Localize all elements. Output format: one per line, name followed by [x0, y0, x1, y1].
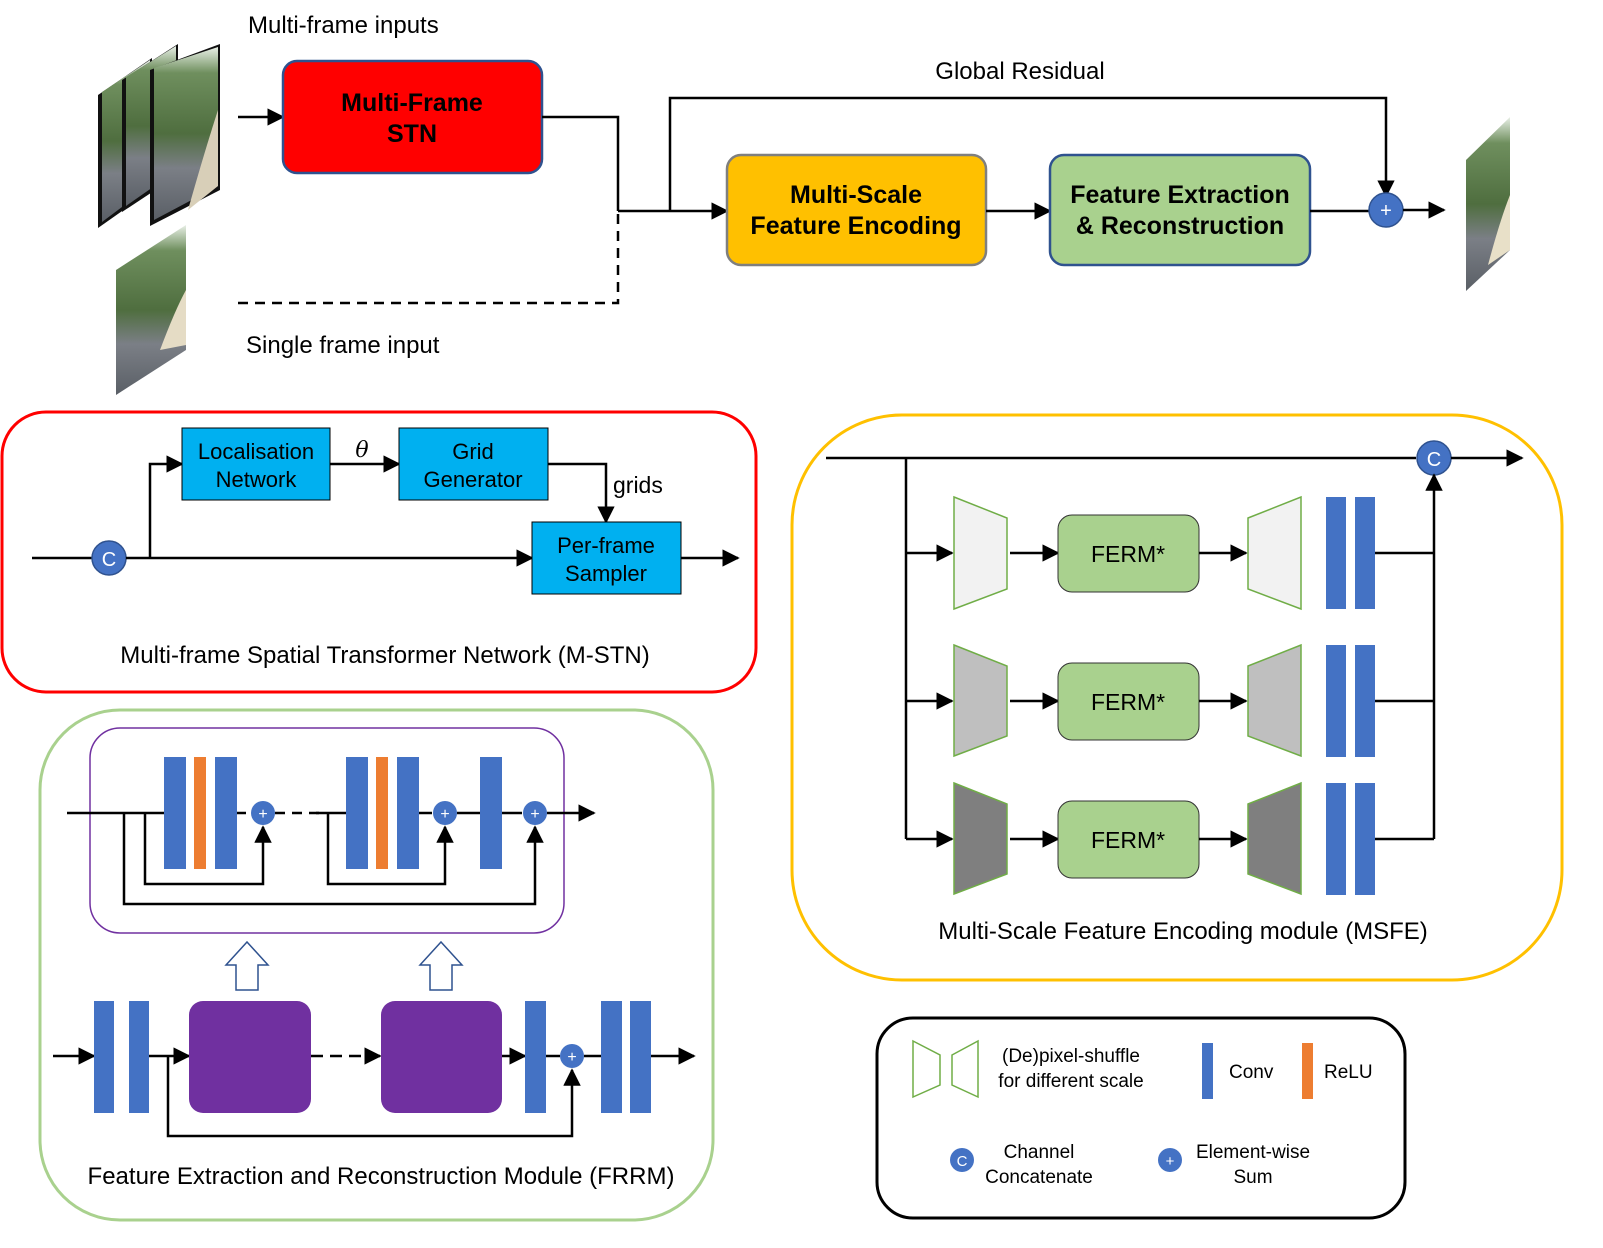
- frrm-sum-node: [523, 801, 547, 825]
- mstn-concat-symbol: C: [102, 549, 116, 571]
- output-image: [1466, 117, 1510, 291]
- conv-block: [601, 1001, 622, 1113]
- depixel-shuffle-trapezoid: [953, 781, 1008, 896]
- legend-sum-symbol: +: [1166, 1153, 1175, 1170]
- legend-concat-line1: Channel: [1004, 1142, 1075, 1163]
- single-frame-input-label: Single frame input: [246, 332, 440, 359]
- multi-scale-feature-encoding-block: [725, 153, 988, 267]
- sampler-label-line2: Sampler: [565, 561, 647, 586]
- ferm-label-2: FERM*: [1091, 689, 1165, 715]
- multi-frame-input-images: [98, 44, 220, 228]
- global-sum-symbol: +: [1380, 200, 1392, 222]
- relu-block: [194, 757, 206, 869]
- residual-block: [381, 1001, 502, 1113]
- legend-relu-icon: [1302, 1043, 1313, 1099]
- ferm-label-3: FERM*: [1091, 827, 1165, 853]
- legend-panel: [875, 1016, 1407, 1220]
- stn-label-line2: STN: [387, 120, 437, 148]
- fer-label-line2: & Reconstruction: [1076, 212, 1284, 240]
- pixel-shuffle-trapezoid: [1247, 495, 1302, 611]
- localisation-label-line2: Network: [216, 467, 298, 492]
- global-residual-label: Global Residual: [935, 58, 1104, 85]
- frrm-caption: Feature Extraction and Reconstruction Mo…: [88, 1163, 675, 1190]
- legend-conv-label: Conv: [1229, 1062, 1274, 1083]
- conv-block: [1326, 783, 1346, 895]
- conv-block: [480, 757, 502, 869]
- legend-concat-line2: Concatenate: [985, 1167, 1093, 1188]
- frrm-sum-node: [560, 1044, 584, 1068]
- frrm-sum-symbol: +: [530, 806, 539, 823]
- legend-pixel-shuffle-icon: [951, 1039, 979, 1099]
- conv-block: [1355, 645, 1375, 757]
- msfe-label-line1: Multi-Scale: [790, 181, 922, 209]
- legend-conv-icon: [1202, 1043, 1213, 1099]
- mstn-caption: Multi-frame Spatial Transformer Network …: [120, 642, 649, 669]
- frrm-sum-symbol: +: [567, 1049, 576, 1066]
- frrm-panel: [38, 708, 715, 1222]
- conv-block: [346, 757, 368, 869]
- conv-block: [1355, 497, 1375, 609]
- conv-block: [94, 1001, 114, 1113]
- per-frame-sampler-block: [531, 521, 682, 595]
- ferm-label-1: FERM*: [1091, 541, 1165, 567]
- pixel-shuffle-trapezoid: [1247, 781, 1302, 896]
- legend-sum-line1: Element-wise: [1196, 1142, 1310, 1163]
- localisation-label-line1: Localisation: [198, 439, 314, 464]
- theta-label: θ: [355, 438, 368, 463]
- msfe-branch-2: FERM*: [906, 643, 1434, 758]
- feature-extraction-reconstruction-block: [1048, 153, 1312, 267]
- frrm-sum-node: [433, 801, 457, 825]
- zoom-up-arrow: [224, 940, 270, 991]
- msfe-branch-1: FERM*: [906, 495, 1434, 611]
- legend-sum-line2: Sum: [1233, 1167, 1272, 1188]
- conv-block: [1326, 497, 1346, 609]
- conv-block: [1355, 783, 1375, 895]
- msfe-branch-3: FERM*: [906, 781, 1434, 896]
- legend-sum-icon: [1158, 1148, 1182, 1172]
- msfe-caption: Multi-Scale Feature Encoding module (MSF…: [938, 918, 1428, 945]
- legend-relu-label: ReLU: [1324, 1062, 1373, 1083]
- residual-block: [189, 1001, 311, 1113]
- msfe-concat-symbol: C: [1427, 449, 1441, 471]
- zoom-up-arrow: [418, 940, 464, 991]
- pixel-shuffle-trapezoid: [1247, 643, 1302, 758]
- grid-label-line1: Grid: [452, 439, 494, 464]
- conv-block: [630, 1001, 651, 1113]
- multi-frame-stn-block: [281, 59, 544, 175]
- sampler-label-line1: Per-frame: [557, 533, 655, 558]
- residual-block-detail: [89, 727, 565, 934]
- msfe-label-line2: Feature Encoding: [750, 212, 961, 240]
- frrm-sum-symbol: +: [440, 806, 449, 823]
- grids-label: grids: [613, 472, 663, 498]
- depixel-shuffle-trapezoid: [953, 643, 1008, 758]
- legend-pixel-shuffle-line2: for different scale: [998, 1071, 1143, 1092]
- multi-frame-inputs-label: Multi-frame inputs: [248, 12, 439, 39]
- legend-depixel-shuffle-icon: [912, 1039, 941, 1099]
- frrm-sum-symbol: +: [258, 806, 267, 823]
- legend-concat-icon: [950, 1148, 974, 1172]
- conv-block: [164, 757, 186, 869]
- stn-label-line1: Multi-Frame: [341, 89, 483, 117]
- depixel-shuffle-trapezoid: [953, 495, 1008, 611]
- frrm-sum-node: [251, 801, 275, 825]
- single-frame-input-image: [116, 225, 186, 395]
- relu-block: [376, 757, 388, 869]
- conv-block: [129, 1001, 149, 1113]
- conv-block: [397, 757, 419, 869]
- conv-block: [215, 757, 237, 869]
- mstn-panel: [0, 410, 758, 694]
- conv-block: [1326, 645, 1346, 757]
- legend-concat-symbol: C: [957, 1153, 968, 1170]
- msfe-panel: [790, 413, 1564, 982]
- grid-generator-block: [398, 427, 549, 501]
- conv-block: [525, 1001, 546, 1113]
- localisation-network-block: [181, 427, 331, 501]
- grid-label-line2: Generator: [423, 467, 522, 492]
- fer-label-line1: Feature Extraction: [1070, 181, 1290, 209]
- legend-pixel-shuffle-line1: (De)pixel-shuffle: [1002, 1046, 1140, 1067]
